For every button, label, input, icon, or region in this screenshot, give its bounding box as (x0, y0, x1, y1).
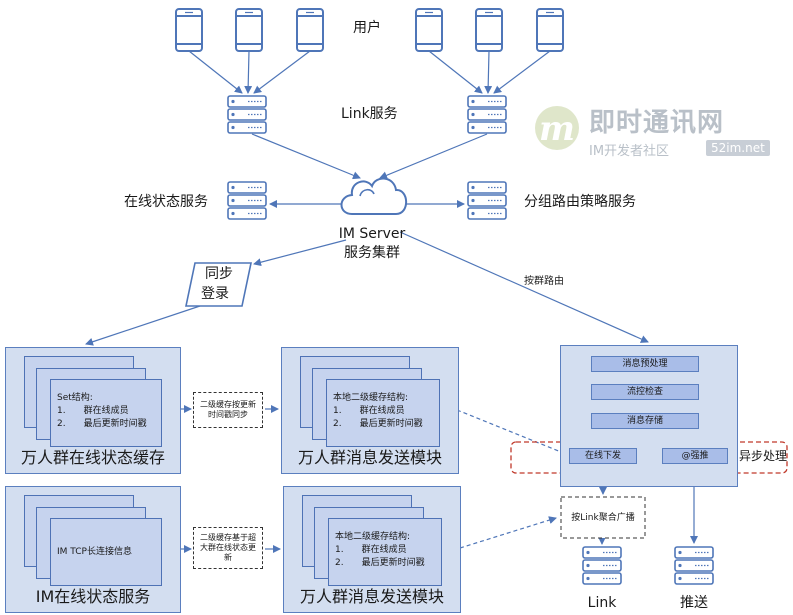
link-server-icon (467, 95, 507, 134)
user-phone-icon (175, 8, 203, 52)
online-cache-card: Set结构: 1.群在线成员 2.最后更新时间戳 (50, 379, 162, 447)
group-routing-service-label: 分组路由策略服务 (524, 194, 636, 210)
async-processing-label: 异步处理 (739, 449, 788, 463)
send-module-top-panel: 本地二级缓存结构: 1.群在线成员 2.最后更新时间戳 万人群消息发送模块 (281, 347, 459, 474)
user-link-connectors (85, 50, 649, 346)
push-bottom-label: 推送 (680, 595, 708, 611)
link-aggregate-frame (560, 496, 646, 539)
user-phone-icon (415, 8, 443, 52)
card-title: 本地二级缓存结构: (333, 393, 409, 403)
cache-update-note: 二级缓存基于超大群在线状态更新 (193, 527, 263, 569)
im-server-title: IM Server (338, 226, 406, 242)
list-item: 2.最后更新时间戳 (335, 558, 425, 569)
im-server-cloud-icon (340, 177, 408, 215)
sync-label-line1: 同步 (205, 266, 233, 282)
link-bottom-server-icon (582, 546, 622, 585)
send-module-top-card: 本地二级缓存结构: 1.群在线成员 2.最后更新时间戳 (326, 379, 440, 447)
watermark-title: 即时通讯网 (589, 108, 725, 138)
online-down-box: 在线下发 (569, 448, 637, 464)
send-module-bottom-card: 本地二级缓存结构: 1.群在线成员 2.最后更新时间戳 (328, 518, 442, 586)
list-item: 1.群在线成员 (335, 545, 407, 556)
sync-login-shape (185, 262, 252, 307)
cache-sync-note: 二级缓存按更新时间戳同步 (193, 392, 263, 428)
step-storage: 消息存储 (591, 413, 699, 429)
im-status-panel: IM TCP长连接信息 IM在线状态服务 (5, 486, 181, 613)
watermark-subtitle: IM开发者社区 (589, 144, 670, 159)
send-module-bottom-panel: 本地二级缓存结构: 1.群在线成员 2.最后更新时间戳 万人群消息发送模块 (283, 486, 461, 613)
send-module-top-title: 万人群消息发送模块 (297, 448, 442, 467)
push-server-icon (674, 546, 714, 585)
im-status-card: IM TCP长连接信息 (50, 518, 162, 586)
online-status-server-icon (227, 181, 267, 220)
link-bottom-label: Link (587, 595, 617, 611)
user-phone-icon (296, 8, 324, 52)
user-phone-icon (536, 8, 564, 52)
im-tcp-info: IM TCP长连接信息 (57, 547, 132, 557)
sync-label-line2: 登录 (201, 286, 229, 302)
list-item: 2.最后更新时间戳 (57, 419, 147, 430)
online-cache-panel: Set结构: 1.群在线成员 2.最后更新时间戳 万人群在线状态缓存 (5, 347, 181, 474)
user-phone-icon (475, 8, 503, 52)
card-title: 本地二级缓存结构: (335, 532, 411, 542)
step-preprocess: 消息预处理 (591, 356, 699, 372)
send-module-bottom-title: 万人群消息发送模块 (299, 587, 444, 606)
online-cache-title: 万人群在线状态缓存 (20, 448, 165, 467)
link-server-icon (227, 95, 267, 134)
im-status-title: IM在线状态服务 (35, 587, 151, 606)
link-service-label: Link服务 (341, 106, 398, 122)
watermark: m 即时通讯网 IM开发者社区 52im.net (531, 102, 781, 162)
im-server-subtitle: 服务集群 (344, 245, 400, 261)
card-title: Set结构: (57, 393, 93, 403)
list-item: 1.群在线成员 (57, 406, 129, 417)
list-item: 2.最后更新时间戳 (333, 419, 423, 430)
link-aggregate-label: 按Link聚合广播 (571, 513, 635, 523)
online-status-service-label: 在线状态服务 (124, 194, 208, 210)
list-item: 1.群在线成员 (333, 406, 405, 417)
step-flow-control: 流控检查 (591, 384, 699, 400)
route-by-group-label: 按群路由 (524, 276, 564, 287)
watermark-url: 52im.net (706, 140, 770, 156)
routing-server-icon (467, 181, 507, 220)
user-phone-icon (235, 8, 263, 52)
users-label: 用户 (353, 20, 381, 36)
push-box: @强推 (662, 448, 728, 464)
svg-text:m: m (539, 109, 575, 149)
watermark-logo-icon: m (535, 106, 579, 150)
